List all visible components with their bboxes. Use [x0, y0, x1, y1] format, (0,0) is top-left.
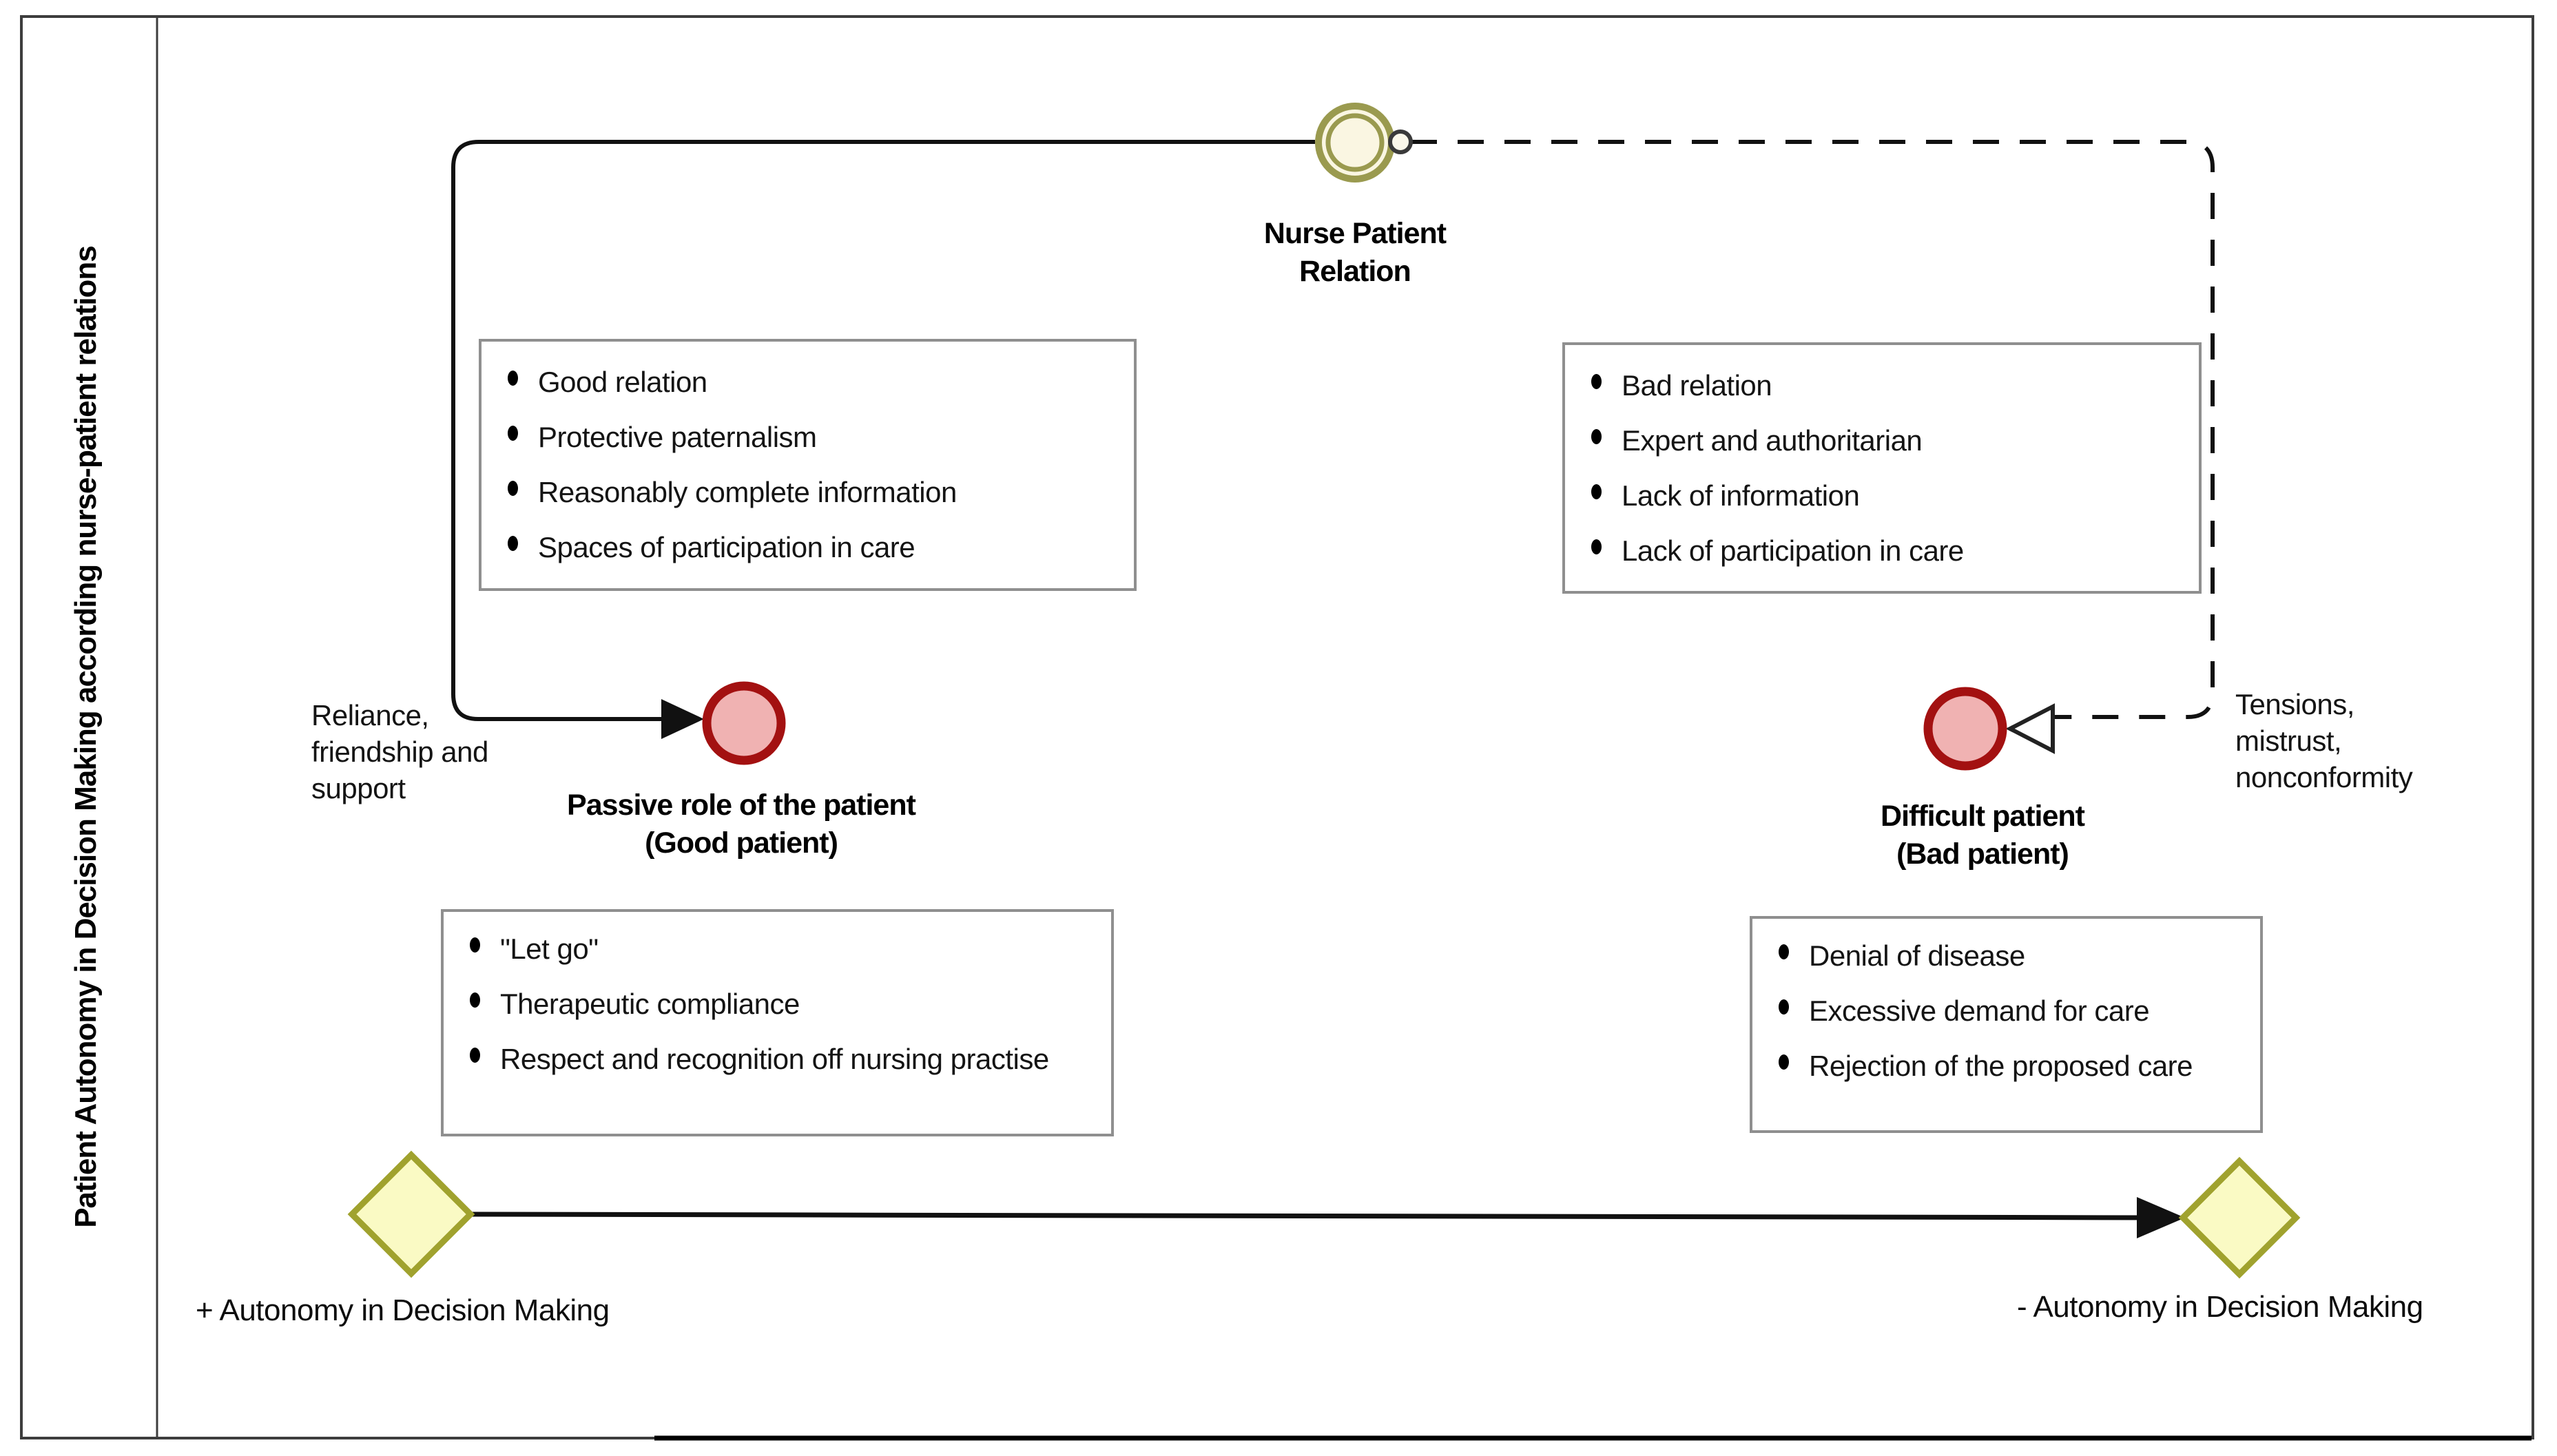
- difficult-patient-state-circle: [1923, 687, 2007, 771]
- list-item: Reasonably complete information: [495, 472, 1120, 528]
- bad-relation-traits-list: Bad relation Expert and authoritarian La…: [1565, 345, 2199, 586]
- difficult-patient-label-line1: Difficult patient: [1881, 800, 2085, 833]
- list-item: Bad relation: [1579, 366, 2185, 421]
- arrowhead-solid-passive-role: [661, 699, 704, 739]
- difficult-patient-label: Difficult patient (Bad patient): [1741, 798, 2224, 873]
- edge-relation-to-difficult-patient: [1411, 140, 2215, 719]
- passive-role-label-line2: (Good patient): [645, 826, 838, 860]
- list-item: Protective paternalism: [495, 417, 1120, 472]
- tensions-edge-label-line3: nonconformity: [2235, 761, 2413, 793]
- list-item: Denial of disease: [1766, 936, 2246, 991]
- list-item: Lack of information: [1579, 476, 2185, 531]
- difficult-patient-label-line2: (Bad patient): [1896, 838, 2069, 871]
- list-item: Lack of participation in care: [1579, 531, 2185, 586]
- reliance-edge-label-line2: friendship and: [311, 736, 488, 768]
- minus-autonomy-label: - Autonomy in Decision Making: [2017, 1290, 2423, 1324]
- reliance-edge-label-line3: support: [311, 772, 406, 804]
- reliance-edge-label-line1: Reliance,: [311, 699, 429, 731]
- plus-autonomy-label: + Autonomy in Decision Making: [196, 1293, 610, 1327]
- list-item: "Let go": [457, 929, 1097, 984]
- list-item: Spaces of participation in care: [495, 528, 1120, 583]
- arrowhead-open-difficult-patient: [2005, 703, 2055, 754]
- gateway-minus-autonomy-diamond: [2178, 1156, 2301, 1279]
- nurse-patient-relation-inner-ring: [1325, 113, 1385, 172]
- edge-relation-to-passive-role: [451, 140, 1315, 721]
- good-patient-traits-box: "Let go" Therapeutic compliance Respect …: [441, 909, 1114, 1136]
- nurse-patient-relation-label: Nurse Patient Relation: [1183, 215, 1527, 291]
- nurse-patient-relation-label-line1: Nurse Patient: [1263, 217, 1447, 250]
- passive-role-label-line1: Passive role of the patient: [567, 789, 916, 822]
- autonomy-axis-line: [470, 1211, 2164, 1220]
- nurse-patient-relation-label-line2: Relation: [1299, 255, 1411, 288]
- list-item: Rejection of the proposed care: [1766, 1046, 2246, 1101]
- bad-patient-traits-box: Denial of disease Excessive demand for c…: [1750, 916, 2263, 1133]
- bad-patient-traits-list: Denial of disease Excessive demand for c…: [1752, 919, 2260, 1101]
- gateway-plus-autonomy-diamond: [347, 1150, 475, 1278]
- arrowhead-autonomy-axis: [2137, 1197, 2185, 1238]
- tensions-edge-label: Tensions, mistrust, nonconformity: [2235, 686, 2413, 795]
- good-patient-traits-list: "Let go" Therapeutic compliance Respect …: [444, 912, 1111, 1094]
- list-item: Respect and recognition off nursing prac…: [457, 1039, 1097, 1094]
- bad-relation-traits-box: Bad relation Expert and authoritarian La…: [1562, 342, 2202, 594]
- passive-role-state-circle: [702, 681, 786, 765]
- good-relation-traits-list: Good relation Protective paternalism Rea…: [482, 342, 1134, 583]
- connector-dot-circle: [1388, 129, 1413, 154]
- list-item: Excessive demand for care: [1766, 991, 2246, 1046]
- passive-role-label: Passive role of the patient (Good patien…: [500, 787, 982, 862]
- list-item: Expert and authoritarian: [1579, 421, 2185, 476]
- list-item: Therapeutic compliance: [457, 984, 1097, 1039]
- good-relation-traits-box: Good relation Protective paternalism Rea…: [479, 339, 1137, 591]
- reliance-edge-label: Reliance, friendship and support: [311, 697, 488, 807]
- sidebar-vertical-title: Patient Autonomy in Decision Making acco…: [69, 246, 103, 1228]
- tensions-edge-label-line1: Tensions,: [2235, 688, 2354, 720]
- list-item: Good relation: [495, 362, 1120, 417]
- tensions-edge-label-line2: mistrust,: [2235, 725, 2342, 757]
